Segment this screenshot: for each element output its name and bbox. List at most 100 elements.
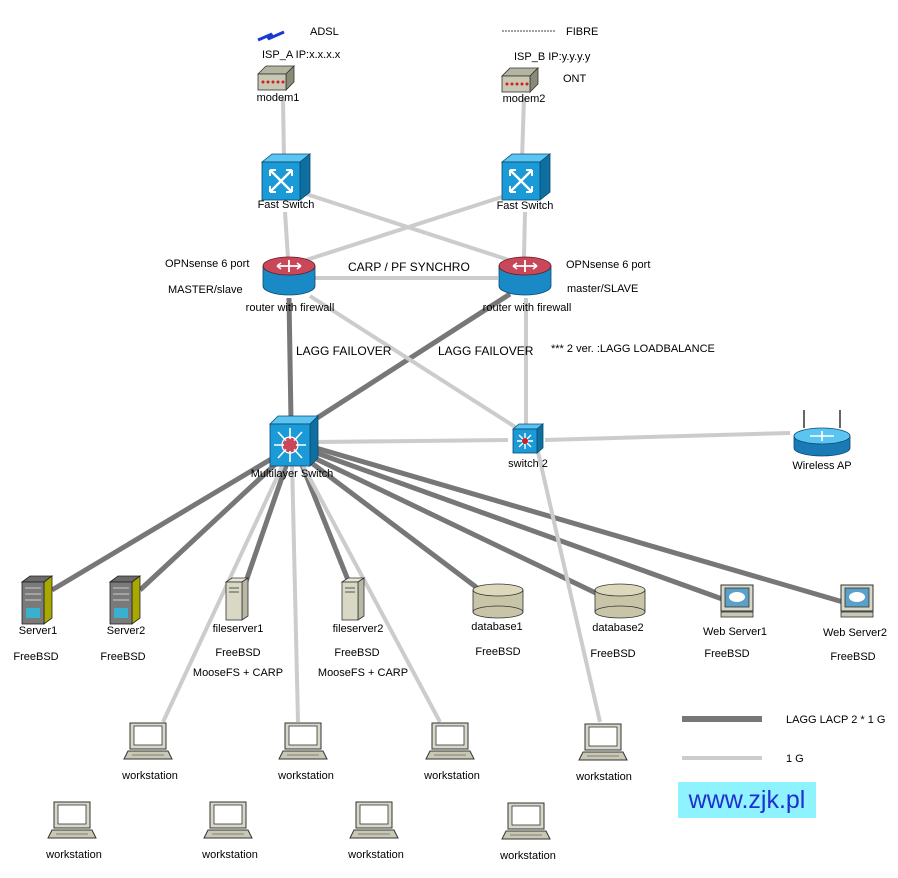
workstation-label: workstation [277, 770, 334, 782]
router-2[interactable]: router with firewall [483, 256, 572, 314]
router-1[interactable]: router with firewall [246, 256, 335, 314]
workstation[interactable]: workstation [277, 722, 334, 782]
carp-label: CARP / PF SYNCHRO [348, 260, 470, 274]
router-2-role: master/SLAVE [567, 283, 638, 295]
workstation[interactable]: workstation [45, 801, 102, 861]
server2[interactable]: Server2 FreeBSD [100, 575, 146, 663]
workstation[interactable]: workstation [121, 722, 178, 782]
webserver1-os: FreeBSD [704, 648, 749, 660]
lagg-failover-2-label: LAGG FAILOVER [438, 344, 534, 358]
workstation-label: workstation [423, 770, 480, 782]
server2-label: Server2 [107, 625, 146, 637]
legend-fibre: FIBRE [502, 26, 598, 38]
server1-label: Server1 [19, 625, 58, 637]
isp-b-label: ISP_B IP:y.y.y.y [514, 51, 591, 63]
tower-server-icon [341, 577, 365, 621]
wireless-ap-label: Wireless AP [792, 460, 851, 472]
database1[interactable]: database1 FreeBSD [471, 583, 524, 658]
rack-server-icon [21, 575, 53, 625]
router-2-model: OPNsense 6 port [566, 259, 650, 271]
watermark[interactable]: www.zjk.pl [678, 782, 816, 818]
wireless-ap[interactable]: Wireless AP [792, 410, 852, 472]
switch-icon [260, 152, 312, 202]
multilayer-switch[interactable]: Multilayer Switch [251, 415, 334, 480]
workstation[interactable]: workstation [499, 802, 556, 862]
fileserver1-os: FreeBSD [215, 647, 260, 659]
database-icon [594, 583, 646, 619]
router-1-model: OPNsense 6 port [165, 258, 249, 270]
modem1-label: modem1 [257, 92, 300, 104]
workstation-icon [578, 723, 628, 761]
fileserver1-label: fileserver1 [213, 623, 264, 635]
lagg-failover-1-label: LAGG FAILOVER [296, 344, 392, 358]
fast-switch-2[interactable]: Fast Switch [497, 152, 554, 212]
multilayer-switch-icon [269, 415, 319, 467]
workstation[interactable]: workstation [201, 801, 258, 861]
workstation-icon [278, 722, 328, 760]
workstation-label: workstation [45, 849, 102, 861]
fileserver2[interactable]: fileserver2 FreeBSD MooseFS + CARP [318, 577, 408, 679]
tower-server-icon [225, 577, 249, 621]
workstation-label: workstation [499, 850, 556, 862]
database2-label: database2 [592, 622, 643, 634]
workstation-icon [349, 801, 399, 839]
fileserver2-label: fileserver2 [333, 623, 384, 635]
legend-adsl: ADSL [257, 26, 339, 42]
web-server-icon [840, 584, 874, 618]
workstation-label: workstation [201, 849, 258, 861]
fast-switch-2-label: Fast Switch [497, 200, 554, 212]
webserver2-label: Web Server2 [823, 627, 887, 639]
database2-os: FreeBSD [590, 648, 635, 660]
fast-switch-1[interactable]: Fast Switch [258, 152, 315, 211]
workstation-icon [425, 722, 475, 760]
workstation[interactable]: workstation [575, 723, 632, 783]
workstation-label: workstation [121, 770, 178, 782]
switch2-icon [511, 423, 545, 454]
legend-fibre-label: FIBRE [566, 26, 598, 38]
legend-lacp-label: LAGG LACP 2 * 1 G [786, 714, 885, 726]
fileserver1[interactable]: fileserver1 FreeBSD MooseFS + CARP [193, 577, 283, 679]
fileserver2-extra: MooseFS + CARP [318, 667, 408, 679]
database2[interactable]: database2 FreeBSD [590, 583, 646, 660]
wireless-ap-icon [793, 410, 851, 457]
legend-1g-label: 1 G [786, 753, 804, 765]
web-server-2[interactable]: Web Server2 FreeBSD [823, 584, 887, 663]
adsl-lightning-icon [257, 30, 285, 42]
ont-label: ONT [563, 73, 587, 85]
workstation-icon [501, 802, 551, 840]
switch-2-label: switch 2 [508, 458, 548, 470]
server1[interactable]: Server1 FreeBSD [13, 575, 59, 663]
web-server-icon [720, 584, 754, 618]
legend-links: LAGG LACP 2 * 1 G 1 G [682, 714, 885, 765]
router-1-label: router with firewall [246, 302, 335, 314]
server1-os: FreeBSD [13, 651, 58, 663]
modem2[interactable]: modem2 [501, 67, 546, 105]
database1-os: FreeBSD [475, 646, 520, 658]
switch-2[interactable]: switch 2 [508, 423, 548, 470]
server2-os: FreeBSD [100, 651, 145, 663]
links [50, 97, 844, 723]
router-2-label: router with firewall [483, 302, 572, 314]
webserver1-label: Web Server1 [703, 626, 767, 638]
router-icon [262, 256, 316, 296]
workstation-icon [123, 722, 173, 760]
router-icon [498, 256, 552, 296]
modem1[interactable]: modem1 [257, 65, 300, 104]
workstation-label: workstation [575, 771, 632, 783]
workstation[interactable]: workstation [423, 722, 480, 782]
switch-icon [500, 152, 552, 202]
fileserver1-extra: MooseFS + CARP [193, 667, 283, 679]
legend-adsl-label: ADSL [310, 26, 339, 38]
workstation[interactable]: workstation [347, 801, 404, 861]
modem-icon [501, 67, 539, 93]
router-1-role: MASTER/slave [168, 284, 243, 296]
modem-icon [257, 65, 295, 91]
modem2-label: modem2 [503, 93, 546, 105]
multilayer-switch-label: Multilayer Switch [251, 468, 334, 480]
web-server-1[interactable]: Web Server1 FreeBSD [703, 584, 767, 660]
webserver2-os: FreeBSD [830, 651, 875, 663]
workstation-icon [47, 801, 97, 839]
fast-switch-1-label: Fast Switch [258, 199, 315, 211]
rack-server-icon [109, 575, 141, 625]
